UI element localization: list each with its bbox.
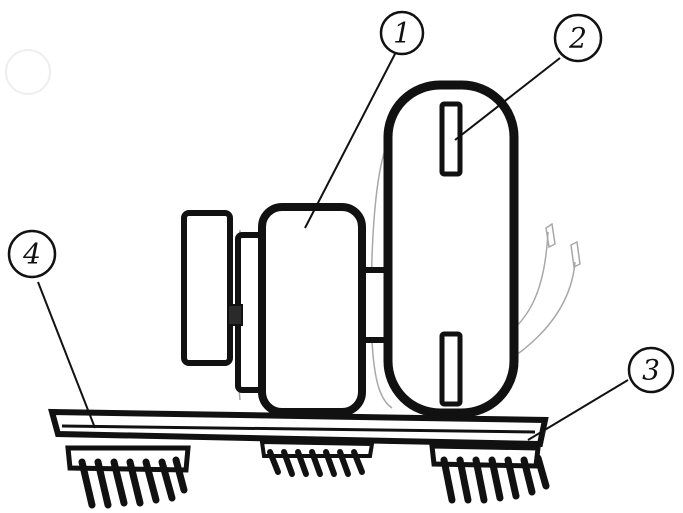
callout-2: 2 [555,15,601,61]
brush-right [432,446,546,500]
callout-1: 1 [381,12,423,54]
erased-mark [6,50,50,94]
leader-line-4 [38,282,95,428]
callout-3-label: 3 [642,354,660,387]
callout-3: 3 [629,348,673,392]
callout-4-label: 4 [22,238,41,271]
callout-4: 4 [9,231,55,277]
left-shaft [228,305,242,325]
leader-line-3 [528,380,628,440]
callout-1-label: 1 [393,17,411,50]
lower-slot [442,334,460,404]
brush-left [68,448,188,505]
brush-middle [262,442,372,474]
leader-line-1 [305,52,396,228]
motor-body [262,207,362,412]
left-flange-plate [184,213,230,363]
callout-2-label: 2 [568,22,587,55]
